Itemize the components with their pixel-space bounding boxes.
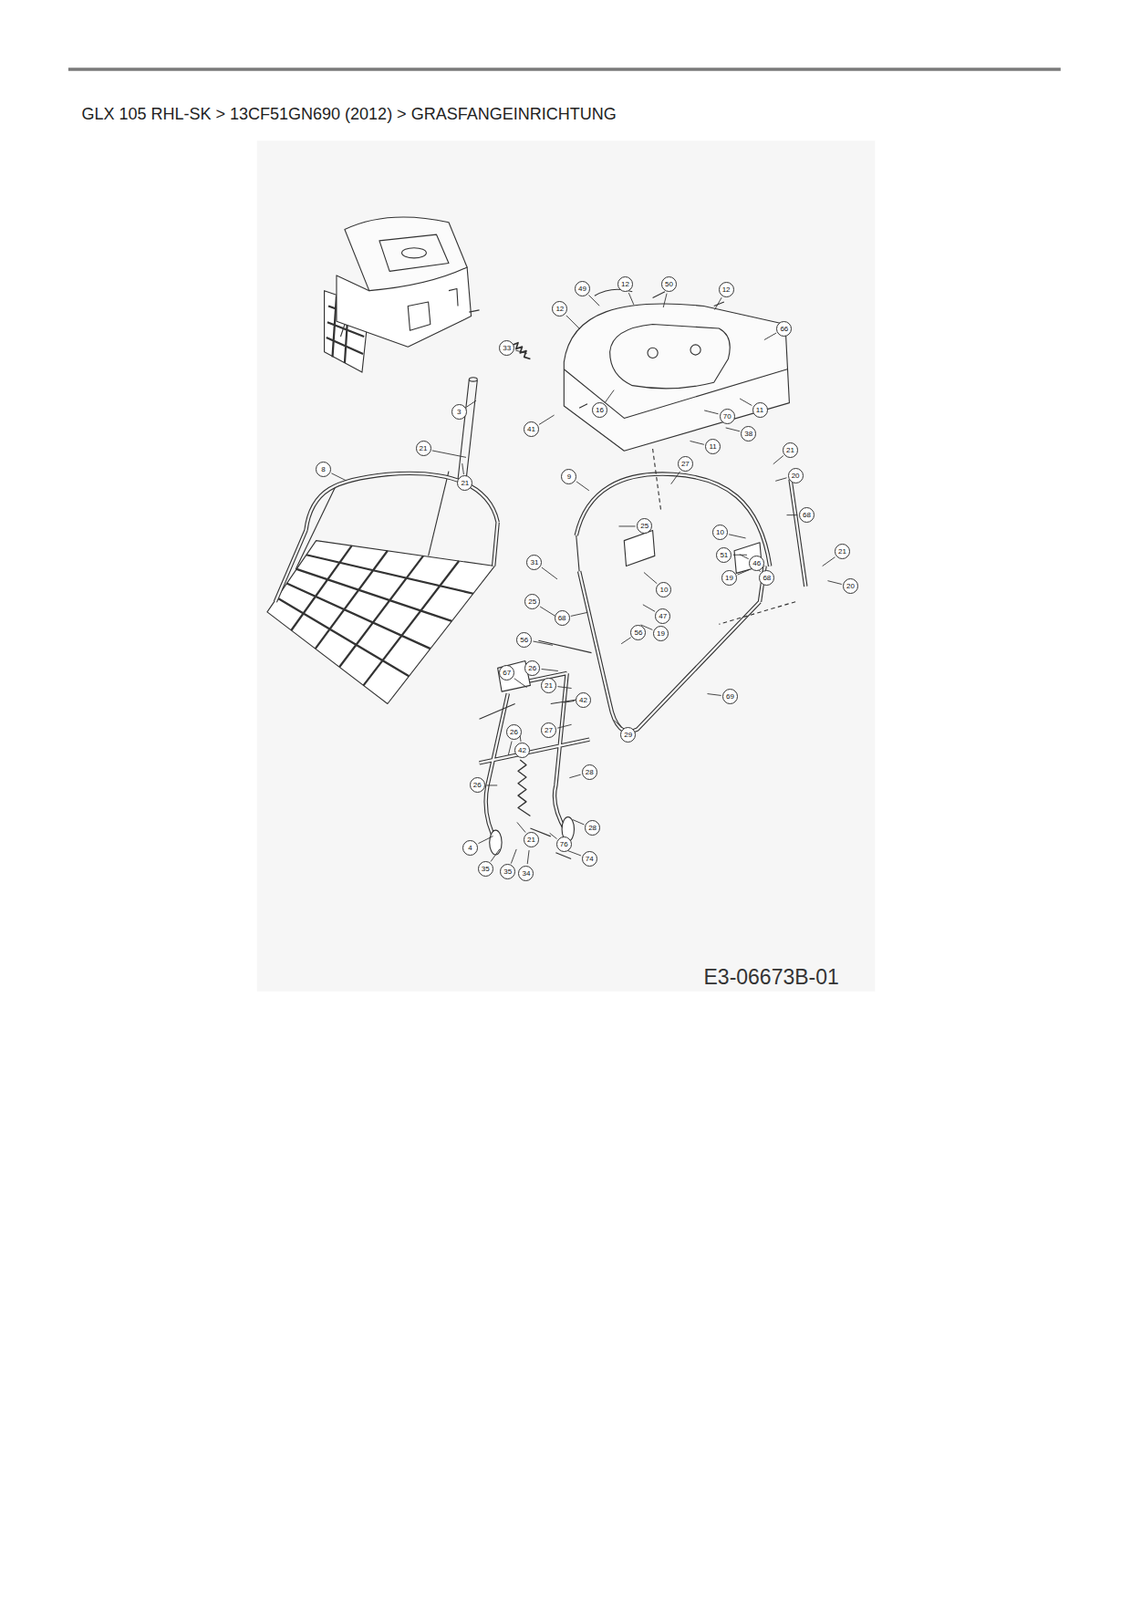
callout-number: 74 [581,850,598,867]
leader-line [643,571,657,583]
callout-number: 20 [788,467,804,484]
callout-number: 76 [556,836,572,852]
callout-number: 68 [554,610,571,626]
callout-number: 21 [415,440,432,457]
callout-number: 34 [518,865,534,882]
leader-line [514,678,528,688]
callout-number: 47 [654,608,671,624]
leader-line [787,514,799,516]
callout-number: 33 [498,340,515,356]
leader-line [517,821,526,832]
leader-line [557,724,571,728]
callout-number: 21 [540,677,557,694]
callout-number: 51 [715,547,732,563]
leader-line [576,481,590,491]
leader-line [527,850,530,864]
callout-number: 26 [524,660,540,676]
leader-line [569,774,581,779]
callout-number: 4 [462,840,478,856]
leader-line [739,554,749,560]
leader-line [510,849,517,864]
leader-line [589,295,601,307]
leader-line [477,836,493,844]
leader-line [539,415,555,425]
leader-line [462,463,465,475]
leader-line [628,292,633,305]
callout-number: 56 [516,632,532,648]
callout-number: 12 [718,281,735,298]
leader-line [539,606,556,616]
callout-number: 10 [712,524,728,540]
callout-number: 3 [451,404,467,420]
leader-line [663,293,667,308]
leader-line [737,570,750,575]
leader-line [671,471,681,485]
leader-line [739,398,752,406]
leader-line [486,784,498,786]
callout-number: 49 [574,280,591,297]
leader-line [466,400,476,407]
leader-line [490,849,500,862]
callout-number: 42 [575,692,592,708]
callout-number: 66 [776,321,792,337]
leader-line [690,440,705,445]
leader-line [618,525,635,527]
callout-number: 29 [620,726,636,743]
leader-line [331,473,346,481]
callout-number: 31 [526,554,542,571]
leader-line [726,427,740,432]
leader-line [572,819,585,825]
page-title: GLX 105 RHL-SK > 13CF51GN690 (2012) > GR… [81,104,616,125]
leader-line [707,694,722,696]
drawing-number: E3-06673B-01 [704,964,840,990]
leader-line [557,686,571,689]
callout-number: 27 [677,456,694,472]
callout-number: 11 [752,402,768,418]
callout-number: 38 [740,425,757,442]
leader-line [704,410,718,415]
callout-number: 68 [798,507,815,523]
leader-line [822,557,836,567]
callout-number: 28 [581,764,598,780]
leader-line [541,668,559,671]
leader-line [775,477,787,482]
leader-line [515,350,527,354]
callout-number: 8 [315,461,332,478]
callout-number: 16 [591,402,608,418]
leader-line [604,390,614,404]
leader-line [773,455,784,464]
leader-line [563,700,575,703]
leader-line [715,297,723,310]
leader-line [570,612,588,616]
leader-line [508,741,512,756]
leader-line [621,637,631,644]
leader-line [541,567,558,580]
leader-line [566,315,581,330]
callout-number: 9 [560,468,577,485]
leader-line [728,534,746,539]
callout-number: 27 [540,722,557,738]
callout-number: 21 [782,442,799,458]
leader-line [827,581,841,585]
callout-number: 21 [523,831,540,848]
leader-line [432,450,467,457]
callout-number: 70 [719,408,736,425]
leader-line [566,850,582,856]
leader-line [643,604,655,613]
callout-number: 35 [477,861,494,877]
leader-line [533,641,554,645]
callout-number: 19 [653,625,669,642]
callout-number: 46 [748,555,765,571]
leader-line [613,719,623,728]
leader-line [764,332,777,341]
leader-line [549,832,558,839]
